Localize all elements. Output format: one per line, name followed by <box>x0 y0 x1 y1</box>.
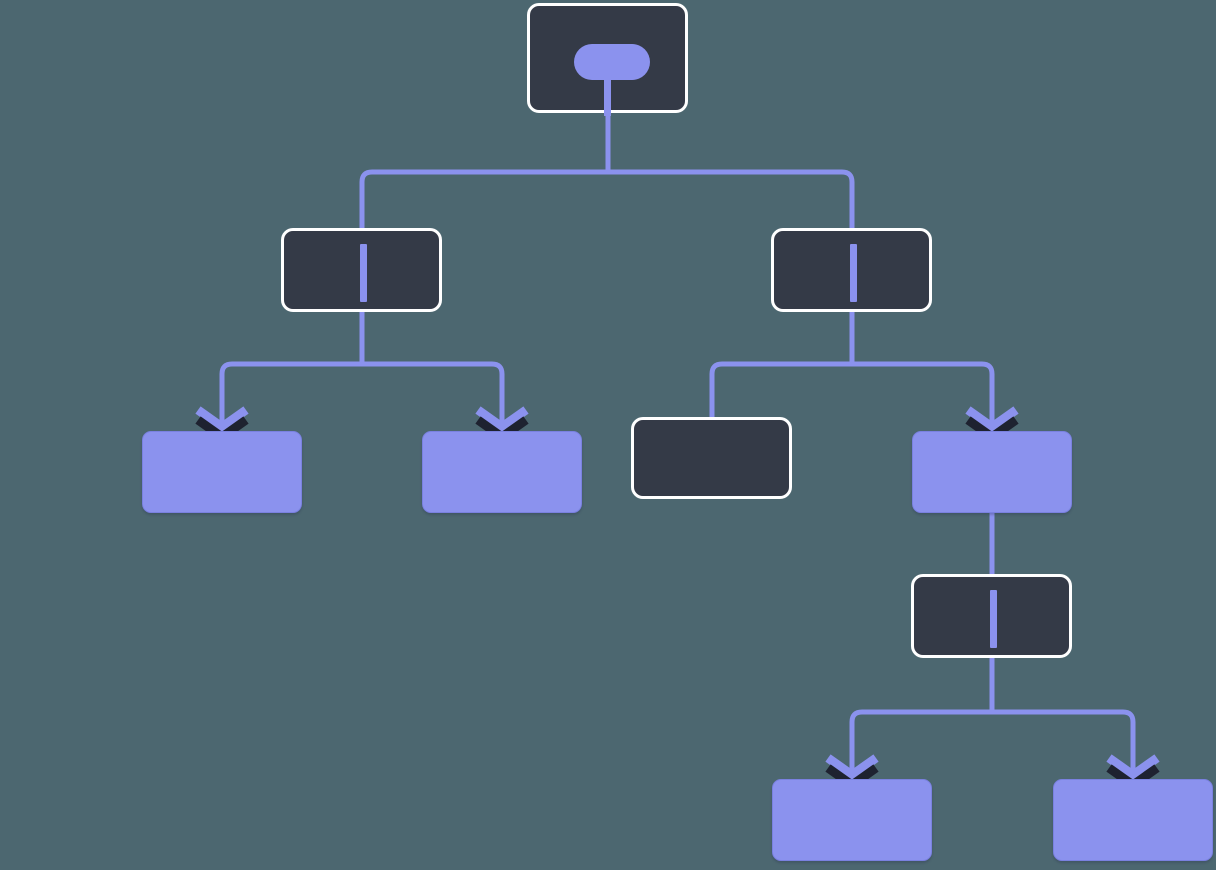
arrowhead-halo-icon <box>1106 754 1160 781</box>
leaf-node-4[interactable] <box>772 779 932 861</box>
edge-left-branch-to-leaf-1 <box>219 312 365 431</box>
edge-sub-branch-to-leaf-5 <box>989 658 1136 779</box>
node-caret-bar <box>990 590 997 648</box>
node-caret-bar <box>850 244 857 302</box>
edge-left-branch-to-leaf-2 <box>359 312 505 431</box>
arrowhead-halo-icon <box>965 406 1019 433</box>
arrowhead-halo-icon <box>475 406 529 433</box>
branch-node-right[interactable] <box>771 228 932 312</box>
leaf-node-5[interactable] <box>1053 779 1213 861</box>
leaf-node-1[interactable] <box>142 431 302 513</box>
edge-right-branch-to-leaf-3 <box>849 312 995 431</box>
node-pill-stem <box>604 76 611 116</box>
sub-branch-node[interactable] <box>911 574 1072 658</box>
empty-dark-node[interactable] <box>631 417 792 499</box>
edge-root-to-left-branch <box>359 113 611 228</box>
leaf-node-3[interactable] <box>912 431 1072 513</box>
edge-sub-branch-to-leaf-4 <box>849 658 995 779</box>
root-node[interactable] <box>527 3 688 116</box>
edge-right-branch-to-empty <box>709 312 855 417</box>
branch-node-left[interactable] <box>281 228 442 312</box>
node-caret-bar <box>360 244 367 302</box>
node-pill-badge <box>574 44 650 80</box>
arrowhead-halo-icon <box>195 406 249 433</box>
leaf-node-2[interactable] <box>422 431 582 513</box>
arrowhead-halo-icon <box>825 754 879 781</box>
edge-root-to-right-branch <box>605 113 855 228</box>
